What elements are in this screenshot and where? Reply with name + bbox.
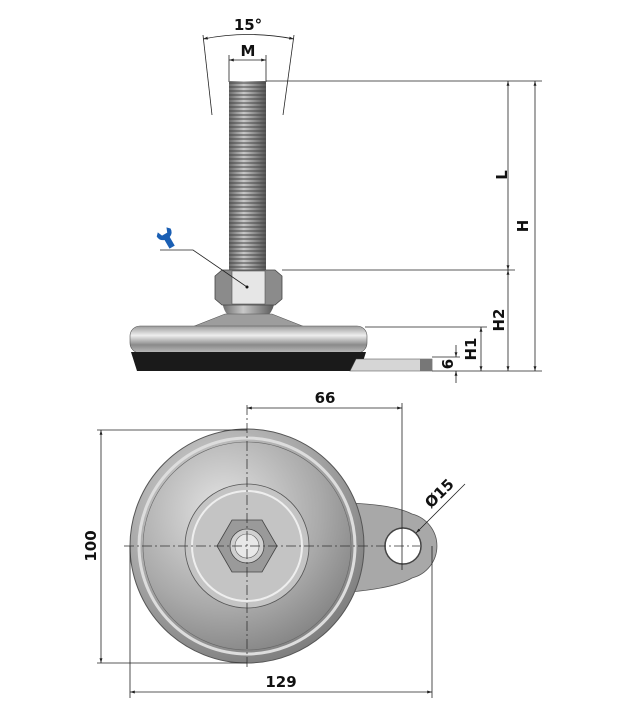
angle-limit-right [282,34,295,116]
wrench-icon [156,227,175,249]
total-length-label: 129 [265,673,296,691]
top-view: 66 100 129 Ø15 [82,389,466,698]
rubber-pad [131,352,366,371]
hole-diameter-leader [415,483,466,534]
length-label: L [493,170,511,180]
side-view: 15° M L [129,16,542,383]
height-label: H [514,220,532,233]
angle-limit-left [202,34,213,116]
height1-label: H1 [462,338,480,361]
wrench-leader [160,249,248,288]
angle-label: 15° [234,16,262,34]
height2-label: H2 [490,309,508,332]
diameter-label: 100 [82,530,100,561]
angle-dimension [202,34,295,40]
plate-thickness-label: 6 [439,359,457,369]
base-disc [129,325,368,354]
thread-label: M [241,42,256,60]
base-cone [191,313,306,328]
hole-diameter-label: Ø15 [421,475,458,512]
fixing-plate [349,358,433,372]
hole-offset-label: 66 [315,389,336,407]
